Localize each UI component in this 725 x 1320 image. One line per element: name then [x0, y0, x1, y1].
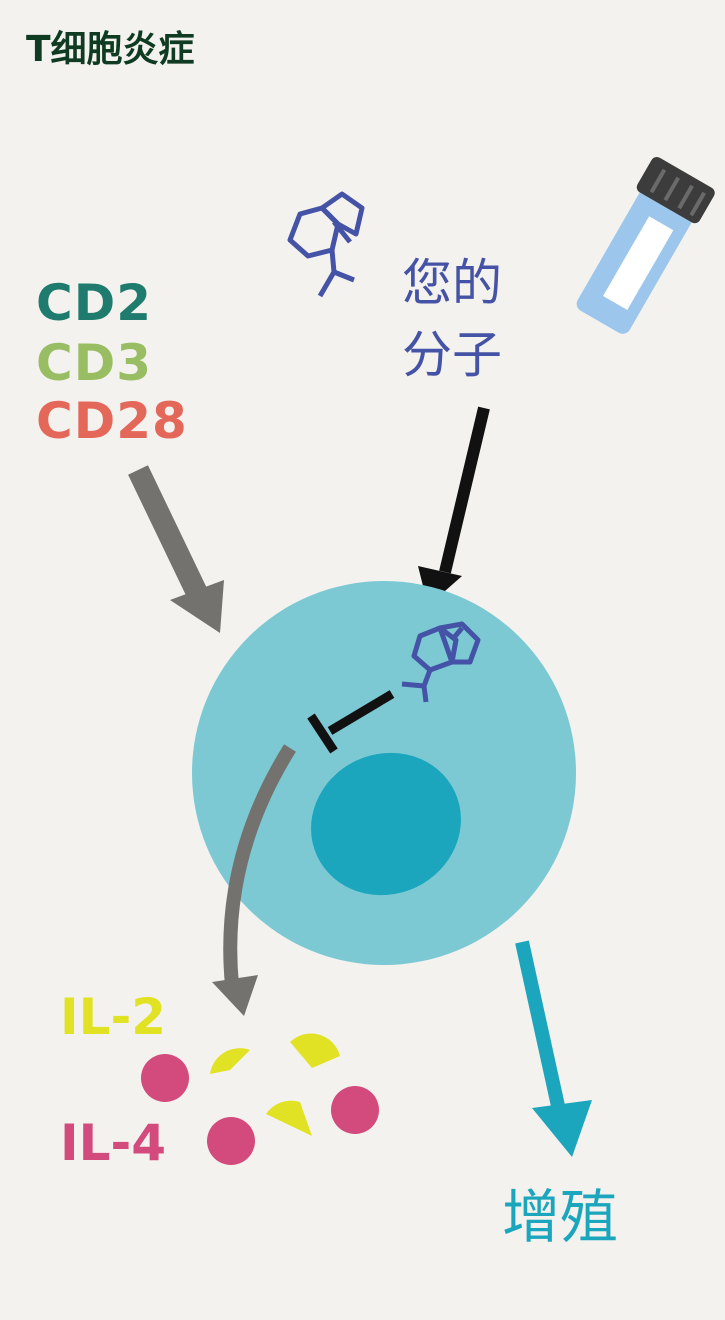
proliferation-arrow — [515, 940, 592, 1157]
molecule-icon — [287, 191, 365, 298]
marker-cd3: CD3 — [36, 334, 152, 392]
cytokine-release-arrow — [212, 744, 296, 1016]
il4-molecule — [141, 1054, 189, 1102]
il2-molecule — [210, 1048, 250, 1074]
cell-nucleus — [311, 752, 461, 896]
activation-arrow — [128, 465, 224, 633]
marker-cd2: CD2 — [36, 274, 152, 332]
outcome-label: 增殖 — [502, 1183, 619, 1251]
inhibition-mark — [307, 690, 395, 754]
il2-molecule — [266, 1100, 312, 1136]
cytokine-label-il2: IL-2 — [60, 988, 167, 1046]
molecule-label-line1: 您的 — [402, 254, 502, 312]
marker-cd28: CD28 — [36, 392, 188, 450]
il4-molecule — [207, 1117, 255, 1165]
molecule-label-line2: 分子 — [402, 326, 502, 384]
il2-molecule — [290, 1033, 340, 1068]
cytokine-label-il4: IL-4 — [60, 1114, 167, 1172]
diagram-title: T细胞炎症 — [26, 29, 195, 70]
molecule-entry-arrow — [418, 406, 490, 606]
vial-icon — [576, 156, 715, 334]
il4-molecule — [331, 1086, 379, 1134]
molecule-bound-icon — [401, 621, 481, 703]
